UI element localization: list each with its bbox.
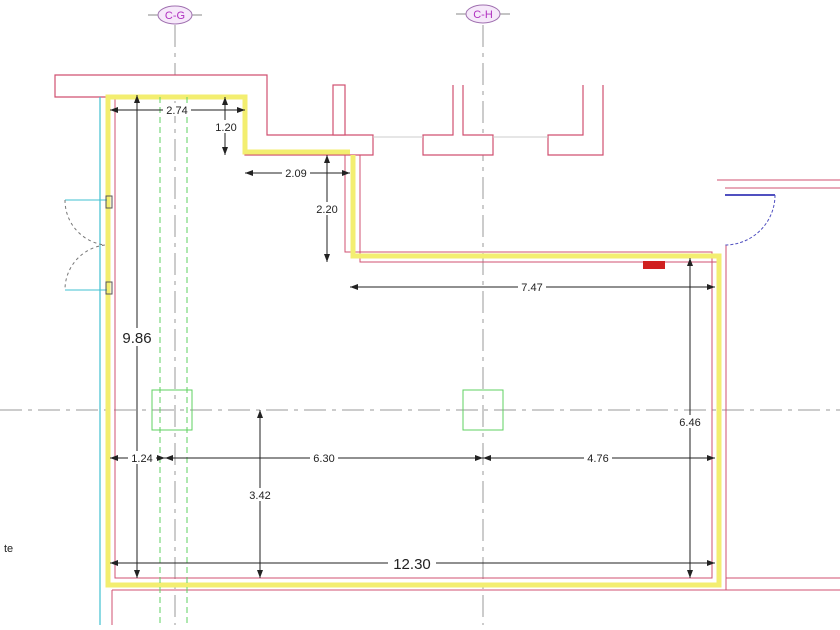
dim-label: 7.47	[521, 282, 542, 294]
dim-label: 1.24	[131, 453, 152, 465]
dim-label: 6.30	[313, 453, 334, 465]
room-walls	[99, 94, 840, 625]
dim-label: 12.30	[393, 556, 431, 573]
dim-label: 2.09	[285, 168, 306, 180]
grid-bubble-c-g: C-G	[148, 5, 202, 25]
dim-label: 1.20	[215, 122, 236, 134]
column-outlines	[151, 97, 504, 625]
dim-label: 2.20	[316, 204, 337, 216]
side-label: te	[4, 543, 13, 555]
dimension-lines	[110, 95, 715, 578]
left-doors	[64, 195, 113, 295]
dim-label: 9.86	[122, 330, 151, 347]
grid-bubble-c-h: C-H	[456, 4, 510, 24]
door-opening	[717, 179, 840, 246]
dim-label: 4.76	[587, 453, 608, 465]
grid-lines	[0, 25, 840, 625]
grid-label: C-H	[473, 9, 493, 21]
dimension-labels: 2.74 1.20 2.09 2.20 7.47 6.46 9.86 3.42 …	[118, 103, 704, 573]
dim-label: 3.42	[249, 490, 270, 502]
grid-label: C-G	[165, 10, 185, 22]
dim-label: 6.46	[679, 417, 700, 429]
dim-label: 2.74	[166, 105, 187, 117]
